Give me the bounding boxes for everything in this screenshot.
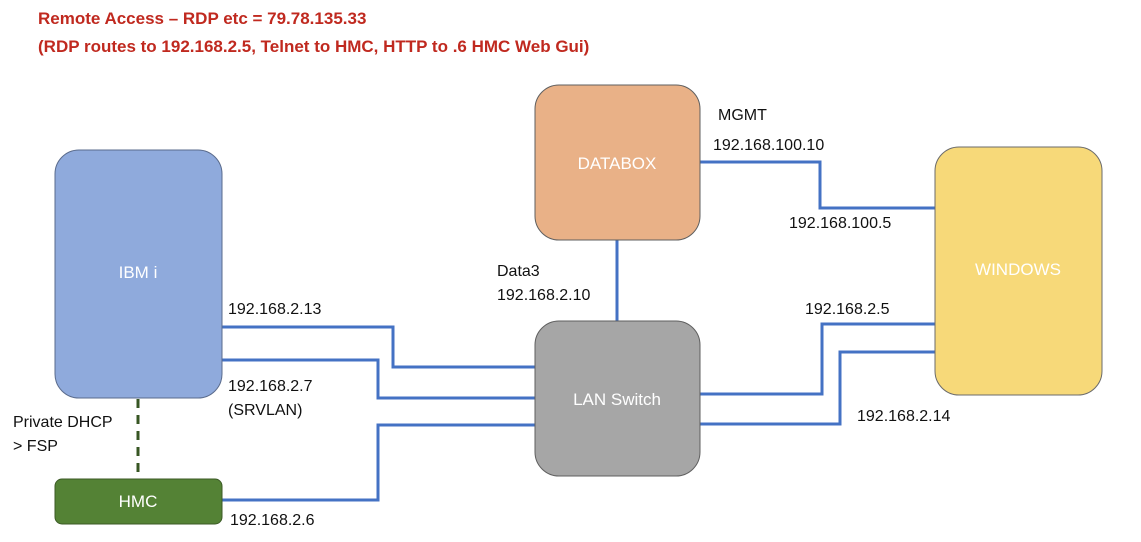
- hmc-ip: 192.168.2.6: [230, 512, 315, 529]
- fsp-label: > FSP: [13, 438, 58, 455]
- link-databox-windows-mgmt: [700, 160, 935, 210]
- link-hmc-switch: [222, 423, 535, 502]
- srvlan-label: (SRVLAN): [228, 402, 302, 419]
- lan-switch-node: LAN Switch: [534, 320, 701, 477]
- ibm-i-label: IBM i: [119, 263, 158, 282]
- windows-label: WINDOWS: [975, 260, 1061, 279]
- link-switch-windows-1: [700, 322, 938, 396]
- ibm-i-ip-7: 192.168.2.7: [228, 378, 313, 395]
- ibm-i-ip-13: 192.168.2.13: [228, 301, 322, 318]
- link-switch-windows-2: [700, 350, 938, 426]
- databox-label: DATABOX: [578, 154, 657, 173]
- hmc-node: HMC: [54, 478, 223, 525]
- network-links: [222, 160, 938, 502]
- databox-data-ip: 192.168.2.10: [497, 287, 591, 304]
- lan-switch-label: LAN Switch: [573, 390, 661, 409]
- windows-node: WINDOWS: [934, 146, 1103, 396]
- remote-access-routes-note: (RDP routes to 192.168.2.5, Telnet to HM…: [38, 37, 590, 56]
- hmc-label: HMC: [119, 492, 158, 511]
- windows-mgmt-ip: 192.168.100.5: [789, 215, 891, 232]
- databox-mgmt-ip: 192.168.100.10: [713, 137, 824, 154]
- mgmt-label: MGMT: [718, 107, 767, 124]
- remote-access-title: Remote Access – RDP etc = 79.78.135.33: [38, 9, 367, 28]
- windows-ip-14: 192.168.2.14: [857, 408, 951, 425]
- windows-ip-5: 192.168.2.5: [805, 301, 890, 318]
- ibm-i-node: IBM i: [54, 149, 223, 399]
- link-ibm-i-srvlan-switch: [222, 325, 535, 369]
- private-dhcp-label: Private DHCP: [13, 414, 113, 431]
- link-ibm-i-switch-2: [222, 358, 535, 400]
- databox-node: DATABOX: [534, 84, 701, 241]
- data3-label: Data3: [497, 263, 540, 280]
